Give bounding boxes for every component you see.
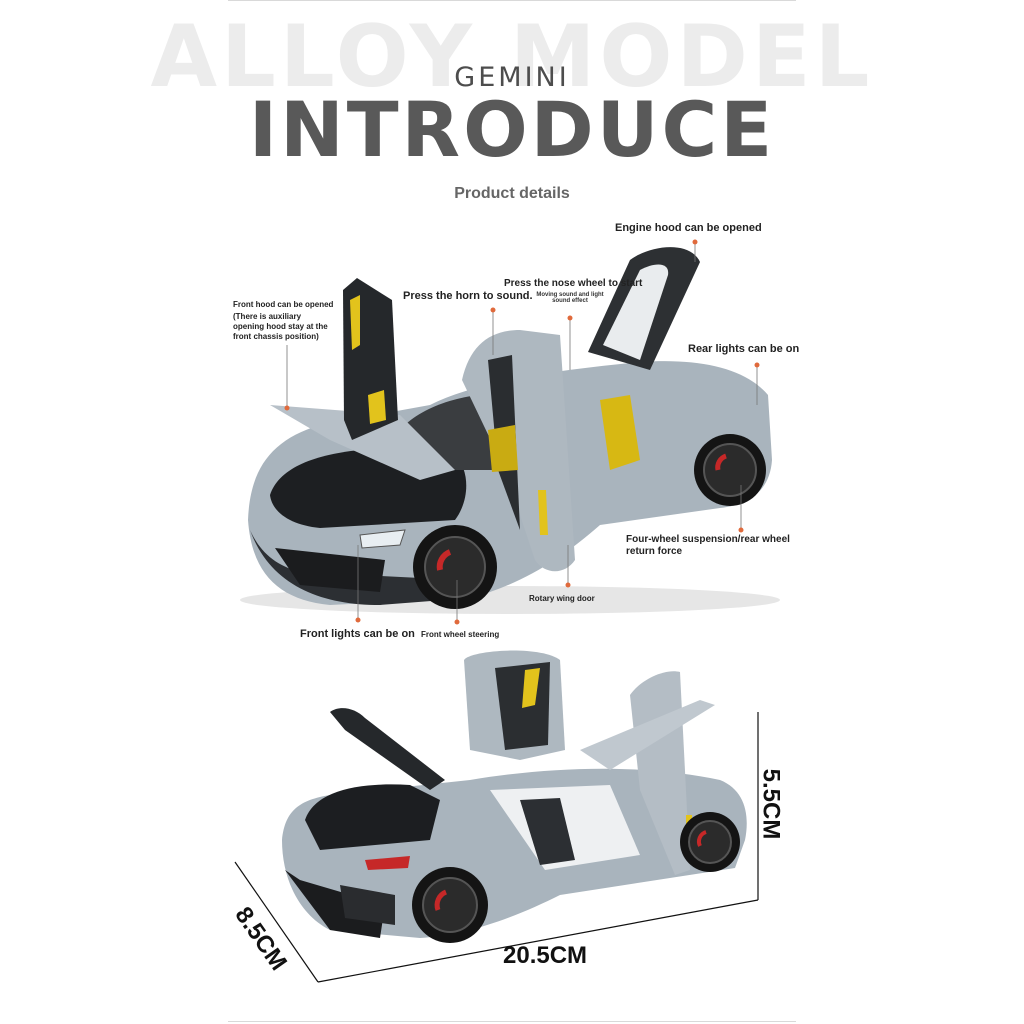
front-hood-note: (There is auxiliary opening hood stay at… — [233, 312, 328, 341]
wing-door-label: Rotary wing door — [529, 594, 595, 603]
rear-lights-label: Rear lights can be on — [688, 343, 800, 355]
length-dimension: 20.5CM — [503, 942, 588, 969]
height-dimension: 5.5CM — [757, 768, 785, 840]
front-lights-label: Front lights can be on — [300, 628, 415, 640]
bottom-divider — [228, 1021, 796, 1022]
watermark-text: ALLOY MODEL — [150, 7, 874, 107]
page-title: INTRODUCE — [248, 85, 776, 174]
front-steering-label: Front wheel steering — [421, 630, 500, 639]
brand-name: GEMINI — [454, 62, 570, 93]
top-divider — [228, 0, 796, 1]
engine-hood-label: Engine hood can be opened — [615, 222, 762, 234]
nose-wheel-label: Press the nose wheel to start — [504, 278, 643, 289]
nose-wheel-note: Moving sound and light sound effect — [536, 292, 604, 304]
page-subtitle: Product details — [454, 185, 570, 202]
front-hood-label: Front hood can be opened — [233, 300, 334, 309]
suspension-label: Four-wheel suspension/rear wheel return … — [626, 534, 790, 557]
rear-view-car — [234, 650, 759, 983]
horn-label: Press the horn to sound. — [403, 290, 533, 302]
front-view-car — [240, 239, 780, 625]
